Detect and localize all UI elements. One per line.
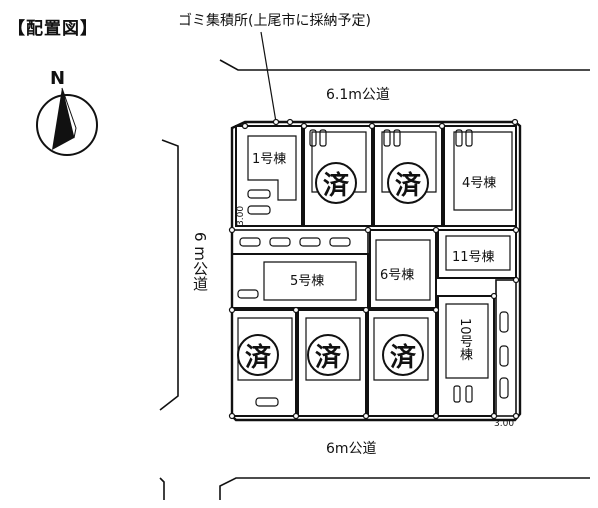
lot-4-boundary (443, 125, 517, 227)
parking-car-icons (237, 129, 509, 407)
lot-1-label: 1号棟 (252, 152, 287, 167)
lot-5-building (263, 261, 357, 301)
lot-9-boundary (367, 309, 437, 417)
road-south-edge (219, 477, 590, 500)
sold-marker: 済 (307, 334, 349, 376)
lot-10-driveway (495, 279, 517, 417)
compass-north-label: N (50, 68, 66, 89)
compass-circle-icon (36, 94, 98, 156)
lot-7-boundary (231, 309, 297, 417)
lot-11-boundary (437, 229, 517, 279)
lot-6-building (375, 239, 431, 301)
lot-5-boundary (231, 253, 369, 309)
boundary-markers (228, 118, 520, 420)
lot-8-boundary (297, 309, 367, 417)
lot-5-label: 5号棟 (290, 274, 325, 289)
lot-8-building (305, 317, 361, 381)
lot-3-building (381, 131, 437, 193)
road-north-label: 6.1m公道 (326, 87, 390, 103)
compass-needle-icon (52, 87, 77, 150)
lot-4-label: 4号棟 (462, 176, 497, 191)
lot-10-boundary (437, 295, 495, 417)
road-south-label: 6m公道 (326, 441, 377, 457)
lot-11-building (445, 235, 511, 271)
road-north-edge (219, 59, 590, 71)
lot-6-boundary (369, 229, 437, 309)
garbage-pointer-line (260, 31, 277, 123)
sold-marker: 済 (237, 334, 279, 376)
sold-marker: 済 (382, 334, 424, 376)
lot-6-label: 6号棟 (380, 268, 415, 283)
page-title: 【配置図】 (8, 19, 98, 39)
road-south-west-edge (159, 477, 165, 500)
lot-3-boundary (373, 125, 443, 227)
road-west-edge (159, 139, 179, 411)
lot-1-boundary (235, 125, 303, 227)
road-west-label: 6 m公道 (191, 232, 209, 291)
lot-10-label: 10号棟 (457, 318, 472, 361)
lot-9-building (373, 317, 429, 381)
lot-11-label: 11号棟 (452, 250, 495, 265)
compass: N (36, 68, 100, 164)
dimension-bottom-right: 3.00 (494, 419, 515, 429)
lot-4-building (453, 131, 513, 211)
lot-2-boundary (303, 125, 373, 227)
lot-1-building (247, 135, 297, 201)
lot-2-building (311, 131, 367, 193)
sold-marker: 済 (387, 162, 429, 204)
sold-marker: 済 (315, 162, 357, 204)
garbage-collection-label: ゴミ集積所(上尾市に採納予定) (178, 13, 371, 29)
lot-10-building (445, 303, 489, 379)
